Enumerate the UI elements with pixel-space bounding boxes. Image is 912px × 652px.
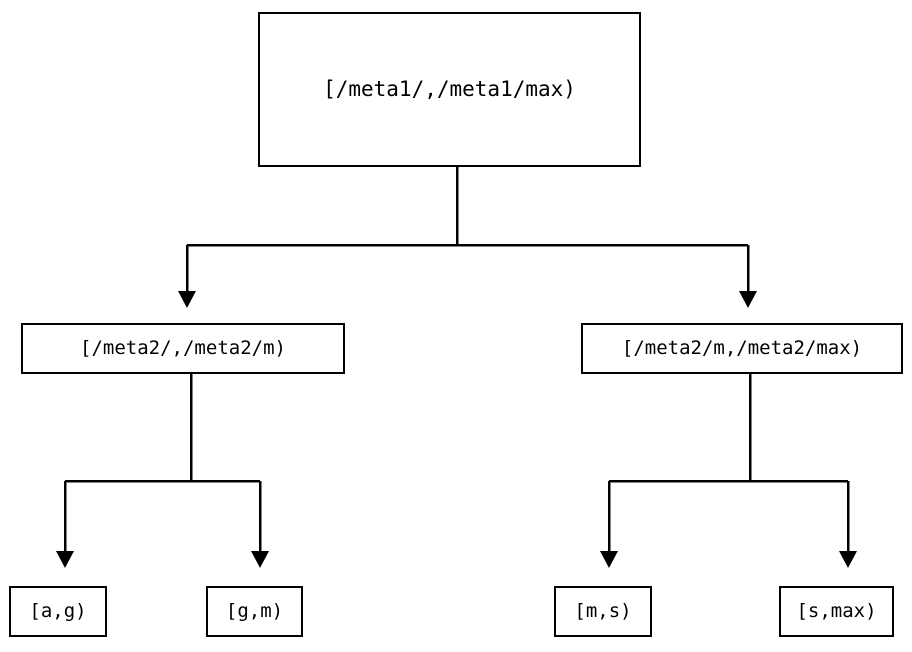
node-mid-right-label: [/meta2/m,/meta2/max) [621, 337, 863, 359]
arrowhead-to-leaf-4-icon [839, 551, 857, 568]
arrowhead-to-leaf-2-icon [251, 551, 269, 568]
arrowhead-to-mid-left-icon [178, 291, 196, 308]
node-mid-left[interactable]: [/meta2/,/meta2/m) [21, 323, 345, 374]
node-leaf-2[interactable]: [g,m) [206, 586, 303, 637]
node-leaf-3-label: [m,s) [574, 600, 632, 622]
node-mid-left-label: [/meta2/,/meta2/m) [80, 337, 286, 359]
node-leaf-2-label: [g,m) [225, 600, 284, 622]
node-leaf-1-label: [a,g) [29, 600, 87, 622]
arrowhead-to-leaf-3-icon [600, 551, 618, 568]
arrowhead-to-leaf-1-icon [56, 551, 74, 568]
node-leaf-3[interactable]: [m,s) [554, 586, 652, 637]
node-root-label: [/meta1/,/meta1/max) [323, 77, 576, 101]
node-leaf-4[interactable]: [s,max) [779, 586, 894, 637]
node-leaf-4-label: [s,max) [796, 600, 877, 622]
node-root[interactable]: [/meta1/,/meta1/max) [258, 12, 641, 167]
node-leaf-1[interactable]: [a,g) [9, 586, 107, 637]
node-mid-right[interactable]: [/meta2/m,/meta2/max) [581, 323, 903, 374]
arrowhead-to-mid-right-icon [739, 291, 757, 308]
